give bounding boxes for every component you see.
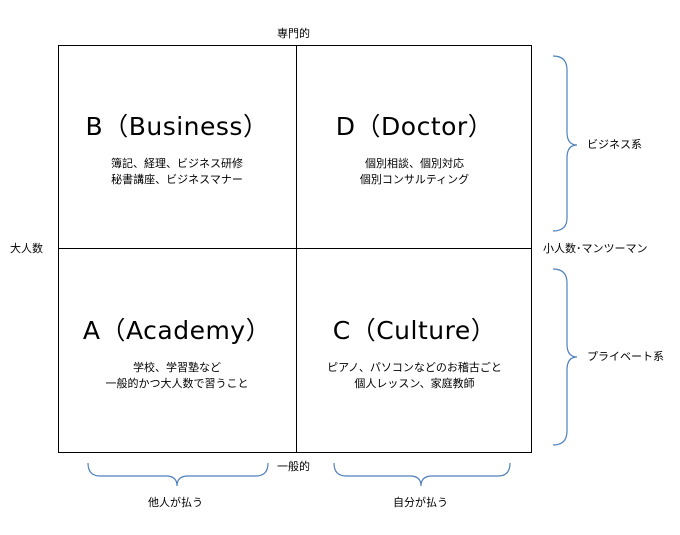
axis-label-bottom: 一般的 [277,460,310,473]
brace-bottom-right [333,462,511,487]
horizontal-axis-line [58,248,532,249]
description-line: 個別コンサルティング [359,173,470,186]
quadrant-culture: C（Culture） ピアノ、パソコンなどのお稽古ごと 個人レッスン、家庭教師 [297,316,532,392]
description-line: 秘書講座、ビジネスマナー [111,173,243,186]
description-line: 簿記、経理、ビジネス研修 [111,157,243,170]
quadrant-business: B（Business） 簿記、経理、ビジネス研修 秘書講座、ビジネスマナー [58,112,296,188]
description-line: 個別相談、個別対応 [365,157,464,170]
vertical-axis-line [296,45,297,453]
brace-right-top [552,55,578,232]
quadrant-description: ピアノ、パソコンなどのお稽古ごと 個人レッスン、家庭教師 [297,360,532,392]
quadrant-title: C（Culture） [332,316,497,345]
description-line: 学校、学習塾など [133,361,221,374]
axis-label-left: 大人数 [10,242,43,255]
quadrant-title: B（Business） [85,112,269,141]
brace-label-others-pay: 他人が払う [148,496,203,509]
description-line: ピアノ、パソコンなどのお稽古ごと [327,361,502,374]
quadrant-grid-border [58,45,532,453]
quadrant-description: 学校、学習塾など 一般的かつ大人数で習うこと [58,360,296,392]
brace-label-self-pay: 自分が払う [393,496,448,509]
axis-label-top: 専門的 [277,27,310,40]
brace-label-business: ビジネス系 [587,138,642,151]
brace-right-bottom [552,268,578,446]
axis-label-right: 小人数･マンツーマン [543,242,648,255]
brace-label-private: プライベート系 [587,350,664,363]
description-line: 一般的かつ大人数で習うこと [105,377,249,390]
quadrant-description: 個別相談、個別対応 個別コンサルティング [297,156,532,188]
quadrant-title: D（Doctor） [335,112,494,141]
quadrant-doctor: D（Doctor） 個別相談、個別対応 個別コンサルティング [297,112,532,188]
quadrant-academy: A（Academy） 学校、学習塾など 一般的かつ大人数で習うこと [58,316,296,392]
brace-bottom-left [87,462,269,487]
description-line: 個人レッスン、家庭教師 [354,377,475,390]
quadrant-title: A（Academy） [82,316,272,345]
quadrant-description: 簿記、経理、ビジネス研修 秘書講座、ビジネスマナー [58,156,296,188]
